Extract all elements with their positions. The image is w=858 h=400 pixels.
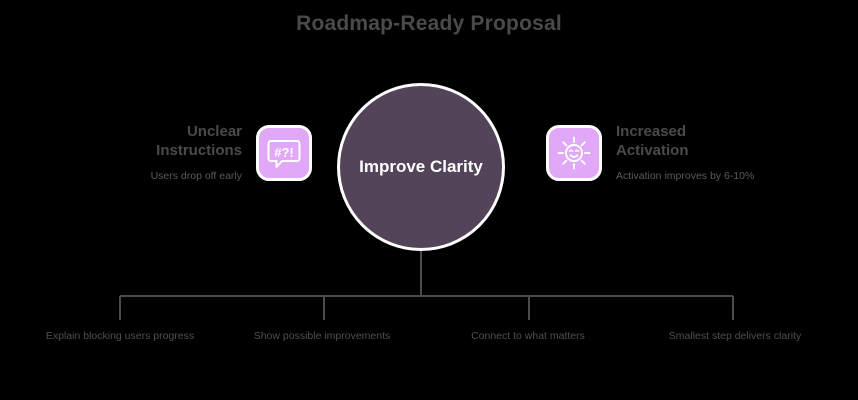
branch-label-0[interactable]: Explain blocking users progress — [45, 330, 195, 342]
left-node-heading: Unclear Instructions — [156, 123, 242, 160]
right-node-text: Increased Activation Activation improves… — [616, 122, 754, 184]
page-title: Roadmap-Ready Proposal — [296, 12, 562, 35]
branch-label-3[interactable]: Smallest step delivers clarity — [668, 330, 802, 342]
branch-label-1[interactable]: Show possible improvements — [253, 330, 391, 342]
left-node-subtitle: Users drop off early — [150, 170, 242, 183]
right-node[interactable]: Increased Activation Activation improves… — [546, 122, 836, 184]
left-icon-tile[interactable]: #?! — [256, 124, 312, 181]
right-icon-tile[interactable] — [546, 124, 602, 181]
right-node-subtitle: Activation improves by 6-10% — [616, 170, 755, 183]
branch-label-2[interactable]: Connect to what matters — [471, 330, 585, 342]
speech-bubble-symbols-icon: #?! — [267, 139, 301, 168]
left-node[interactable]: Unclear Instructions Users drop off earl… — [40, 122, 312, 184]
center-node-label: Improve Clarity — [359, 156, 483, 176]
right-node-heading: Increased Activation — [616, 123, 689, 160]
center-node[interactable]: Improve Clarity — [337, 83, 505, 251]
smiling-sun-icon — [557, 136, 591, 170]
left-node-text: Unclear Instructions Users drop off earl… — [112, 122, 242, 184]
svg-text:#?!: #?! — [274, 145, 294, 160]
